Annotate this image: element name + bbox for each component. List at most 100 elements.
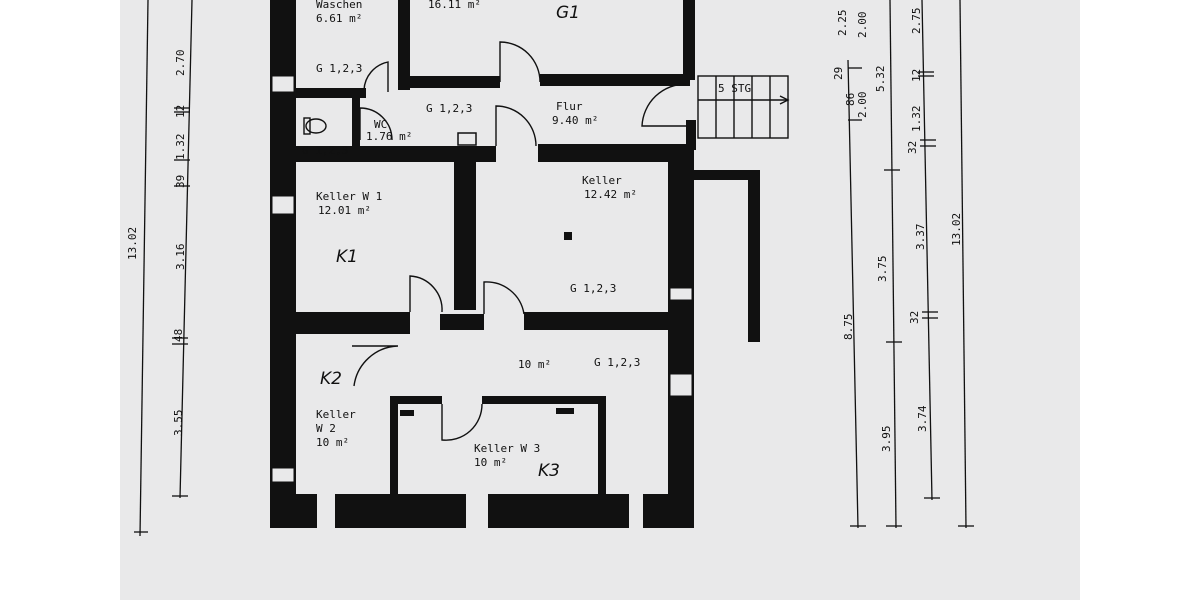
dim-left-d4: 39	[174, 175, 187, 188]
door-keller-mid	[495, 105, 537, 147]
wall-k3-right	[598, 396, 606, 494]
dim-right-374: 3.74	[916, 405, 929, 432]
label-waschen: Waschen	[316, 0, 362, 11]
dim-left-d3: 1.32	[174, 134, 187, 161]
dim-right-875: 8.75	[842, 314, 855, 341]
dim-right-29: 29	[832, 67, 845, 80]
wall-k1-right	[454, 160, 476, 310]
chimney	[457, 132, 477, 146]
door-corridor	[483, 281, 525, 315]
g-label-wc: G 1,2,3	[302, 144, 348, 157]
wall-outer-right	[668, 160, 694, 528]
g-label-corridor: G 1,2,3	[594, 356, 640, 369]
dims-left: 13.02 2.70 12 1.32 39 3.16 48 3.55	[126, 0, 193, 537]
area-flur: 9.40 m²	[552, 114, 598, 127]
wall-flur-bottom-b	[538, 144, 694, 162]
wall-outdoor-right	[748, 170, 760, 342]
dim-left-outer: 13.02	[126, 227, 139, 260]
wall-under-waschen	[296, 88, 366, 98]
dim-right-200a: 2.00	[856, 12, 869, 39]
window-right-2	[669, 373, 693, 397]
dim-right-225: 2.25	[836, 10, 849, 37]
dim-right-395: 3.95	[880, 426, 893, 453]
label-flur: Flur	[556, 100, 583, 113]
wall-corridor-top-c	[524, 312, 694, 330]
label-keller1: Keller W 1	[316, 190, 382, 203]
radiator-k3	[556, 408, 574, 414]
label-keller-mid: Keller	[582, 174, 622, 187]
dim-right-375: 3.75	[876, 256, 889, 283]
dim-left-d2: 12	[174, 105, 187, 118]
door-k2	[352, 345, 399, 387]
mark-g1: G1	[556, 3, 580, 23]
door-k1	[409, 275, 443, 313]
wall-flur-right	[686, 120, 696, 150]
area-corridor: 10 m²	[518, 358, 551, 371]
area-keller-mid: 12.42 m²	[584, 188, 637, 201]
door-k3	[441, 403, 483, 441]
wall-waschen-right	[398, 0, 410, 90]
dim-right-200b: 2.00	[856, 92, 869, 119]
area-waschen: 6.61 m²	[316, 12, 362, 25]
pillar	[564, 232, 572, 240]
window-bottom-2	[466, 494, 488, 528]
area-keller2: 10 m²	[316, 436, 349, 449]
walls	[270, 0, 760, 528]
wall-corridor-top-a	[296, 312, 410, 334]
dim-left-d6: 48	[172, 329, 185, 342]
label-keller2-b: W 2	[316, 422, 336, 435]
wall-k2-right	[390, 396, 398, 494]
label-keller3: Keller W 3	[474, 442, 540, 455]
dim-left-d5: 3.16	[174, 244, 187, 271]
wall-flur-bottom-a	[296, 146, 496, 162]
door-wc	[359, 107, 393, 141]
toilet-tank	[303, 117, 311, 135]
area-top: 16.11 m²	[428, 0, 481, 11]
room-labels: Waschen 6.61 m² 16.11 m² G1 G 1,2,3 G 1,…	[302, 0, 751, 481]
window-left-1	[271, 75, 295, 93]
mark-k1: K1	[336, 247, 358, 267]
dim-right-337: 3.37	[914, 224, 927, 251]
g-label-flur: G 1,2,3	[426, 102, 472, 115]
mark-k2: K2	[320, 369, 342, 389]
wall-top-right	[683, 0, 695, 80]
door-waschen	[363, 61, 389, 92]
dim-right-32a: 32	[908, 311, 921, 324]
stair-box	[697, 75, 789, 139]
g-label-waschen: G 1,2,3	[316, 62, 362, 75]
window-left-2	[271, 195, 295, 215]
wall-under-g1-b	[540, 74, 690, 86]
label-stairs: 5 STG	[718, 82, 751, 95]
door-flur-exit	[641, 83, 687, 127]
door-g1	[499, 41, 541, 83]
dim-left-d7: 3.55	[172, 410, 185, 437]
area-keller3: 10 m²	[474, 456, 507, 469]
g-label-keller-mid: G 1,2,3	[570, 282, 616, 295]
wall-under-g1-a	[410, 76, 500, 88]
radiator-k2	[400, 410, 414, 416]
window-bottom-1	[317, 494, 335, 528]
area-wc: 1.76 m²	[366, 130, 412, 143]
mark-k3: K3	[538, 461, 560, 481]
dim-right-132: 1.32	[910, 106, 923, 133]
dim-left-d1: 2.70	[174, 50, 187, 77]
dim-right-32b: 32	[906, 141, 919, 154]
plan-sheet: Waschen 6.61 m² 16.11 m² G1 G 1,2,3 G 1,…	[120, 0, 1080, 600]
label-keller2-a: Keller	[316, 408, 356, 421]
floor-plan: Waschen 6.61 m² 16.11 m² G1 G 1,2,3 G 1,…	[126, 0, 974, 537]
wall-k3-top-b	[482, 396, 606, 404]
toilet	[305, 118, 327, 134]
label-wc: WC	[374, 118, 387, 131]
dim-right-532: 5.32	[874, 66, 887, 93]
dim-right-86: 86	[844, 93, 857, 106]
wall-wc-right	[352, 98, 360, 148]
wall-corridor-top-b	[440, 314, 484, 330]
window-left-3	[271, 467, 295, 483]
doors	[352, 41, 687, 441]
dim-right-1302: 13.02	[950, 213, 963, 246]
wall-outdoor-top	[694, 170, 760, 180]
window-right-1	[669, 287, 693, 301]
window-bottom-3	[629, 494, 643, 528]
area-keller1: 12.01 m²	[318, 204, 371, 217]
dim-right-12: 12	[910, 69, 923, 82]
